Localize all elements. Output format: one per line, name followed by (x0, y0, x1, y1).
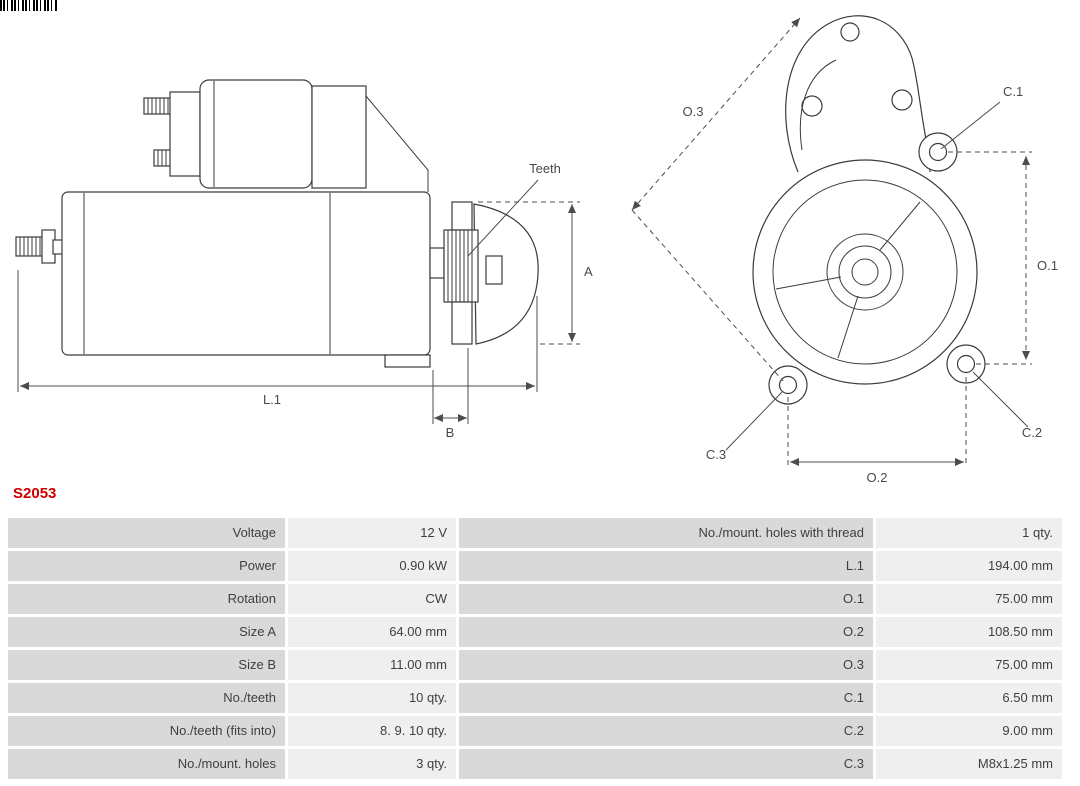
spec-value-o1: 75.00 mm (876, 584, 1062, 614)
spec-label-o3: O.3 (459, 650, 873, 680)
spec-label-size-b: Size B (8, 650, 285, 680)
spec-label-mount-holes: No./mount. holes (8, 749, 285, 779)
spec-label-l1: L.1 (459, 551, 873, 581)
spec-label-teeth-fits-into: No./teeth (fits into) (8, 716, 285, 746)
part-number: S2053 (13, 485, 57, 502)
spec-label-size-a: Size A (8, 617, 285, 647)
spec-label-rotation: Rotation (8, 584, 285, 614)
spec-table: Voltage 12 V No./mount. holes with threa… (8, 518, 1062, 779)
dim-o2-label: O.2 (867, 470, 888, 485)
spec-value-teeth-fits-into: 8. 9. 10 qty. (288, 716, 456, 746)
spec-value-mount-holes-thread: 1 qty. (876, 518, 1062, 548)
barcode (0, 0, 58, 11)
side-view-dimensions: Teeth A L.1 B (17, 161, 593, 440)
spec-value-rotation: CW (288, 584, 456, 614)
dim-c2-label: C.2 (1022, 425, 1042, 440)
spec-label-power: Power (8, 551, 285, 581)
spec-label-c1: C.1 (459, 683, 873, 713)
front-view-dimensions: O.3 C.1 O.1 O.2 C.3 C.2 (631, 17, 1058, 485)
spec-value-c1: 6.50 mm (876, 683, 1062, 713)
spec-label-mount-holes-thread: No./mount. holes with thread (459, 518, 873, 548)
spec-label-o1: O.1 (459, 584, 873, 614)
dim-l1-label: L.1 (263, 392, 281, 407)
spec-value-size-b: 11.00 mm (288, 650, 456, 680)
spec-label-c2: C.2 (459, 716, 873, 746)
front-view-drawing (752, 15, 986, 405)
technical-diagram: Teeth A L.1 B (15, 15, 1058, 485)
spec-label-teeth: No./teeth (8, 683, 285, 713)
dim-o1-label: O.1 (1037, 258, 1058, 273)
spec-value-power: 0.90 kW (288, 551, 456, 581)
spec-value-o2: 108.50 mm (876, 617, 1062, 647)
spec-value-c2: 9.00 mm (876, 716, 1062, 746)
spec-value-mount-holes: 3 qty. (288, 749, 456, 779)
spec-label-c3: C.3 (459, 749, 873, 779)
teeth-label: Teeth (529, 161, 561, 176)
dim-o3-label: O.3 (683, 104, 704, 119)
spec-value-o3: 75.00 mm (876, 650, 1062, 680)
spec-label-o2: O.2 (459, 617, 873, 647)
dim-b-label: B (446, 425, 455, 440)
side-view-drawing (15, 79, 539, 368)
spec-value-l1: 194.00 mm (876, 551, 1062, 581)
spec-value-c3: M8x1.25 mm (876, 749, 1062, 779)
dim-c1-label: C.1 (1003, 84, 1023, 99)
spec-value-teeth: 10 qty. (288, 683, 456, 713)
spec-label-voltage: Voltage (8, 518, 285, 548)
spec-value-voltage: 12 V (288, 518, 456, 548)
spec-value-size-a: 64.00 mm (288, 617, 456, 647)
dim-c3-label: C.3 (706, 447, 726, 462)
dim-a-label: A (584, 264, 593, 279)
